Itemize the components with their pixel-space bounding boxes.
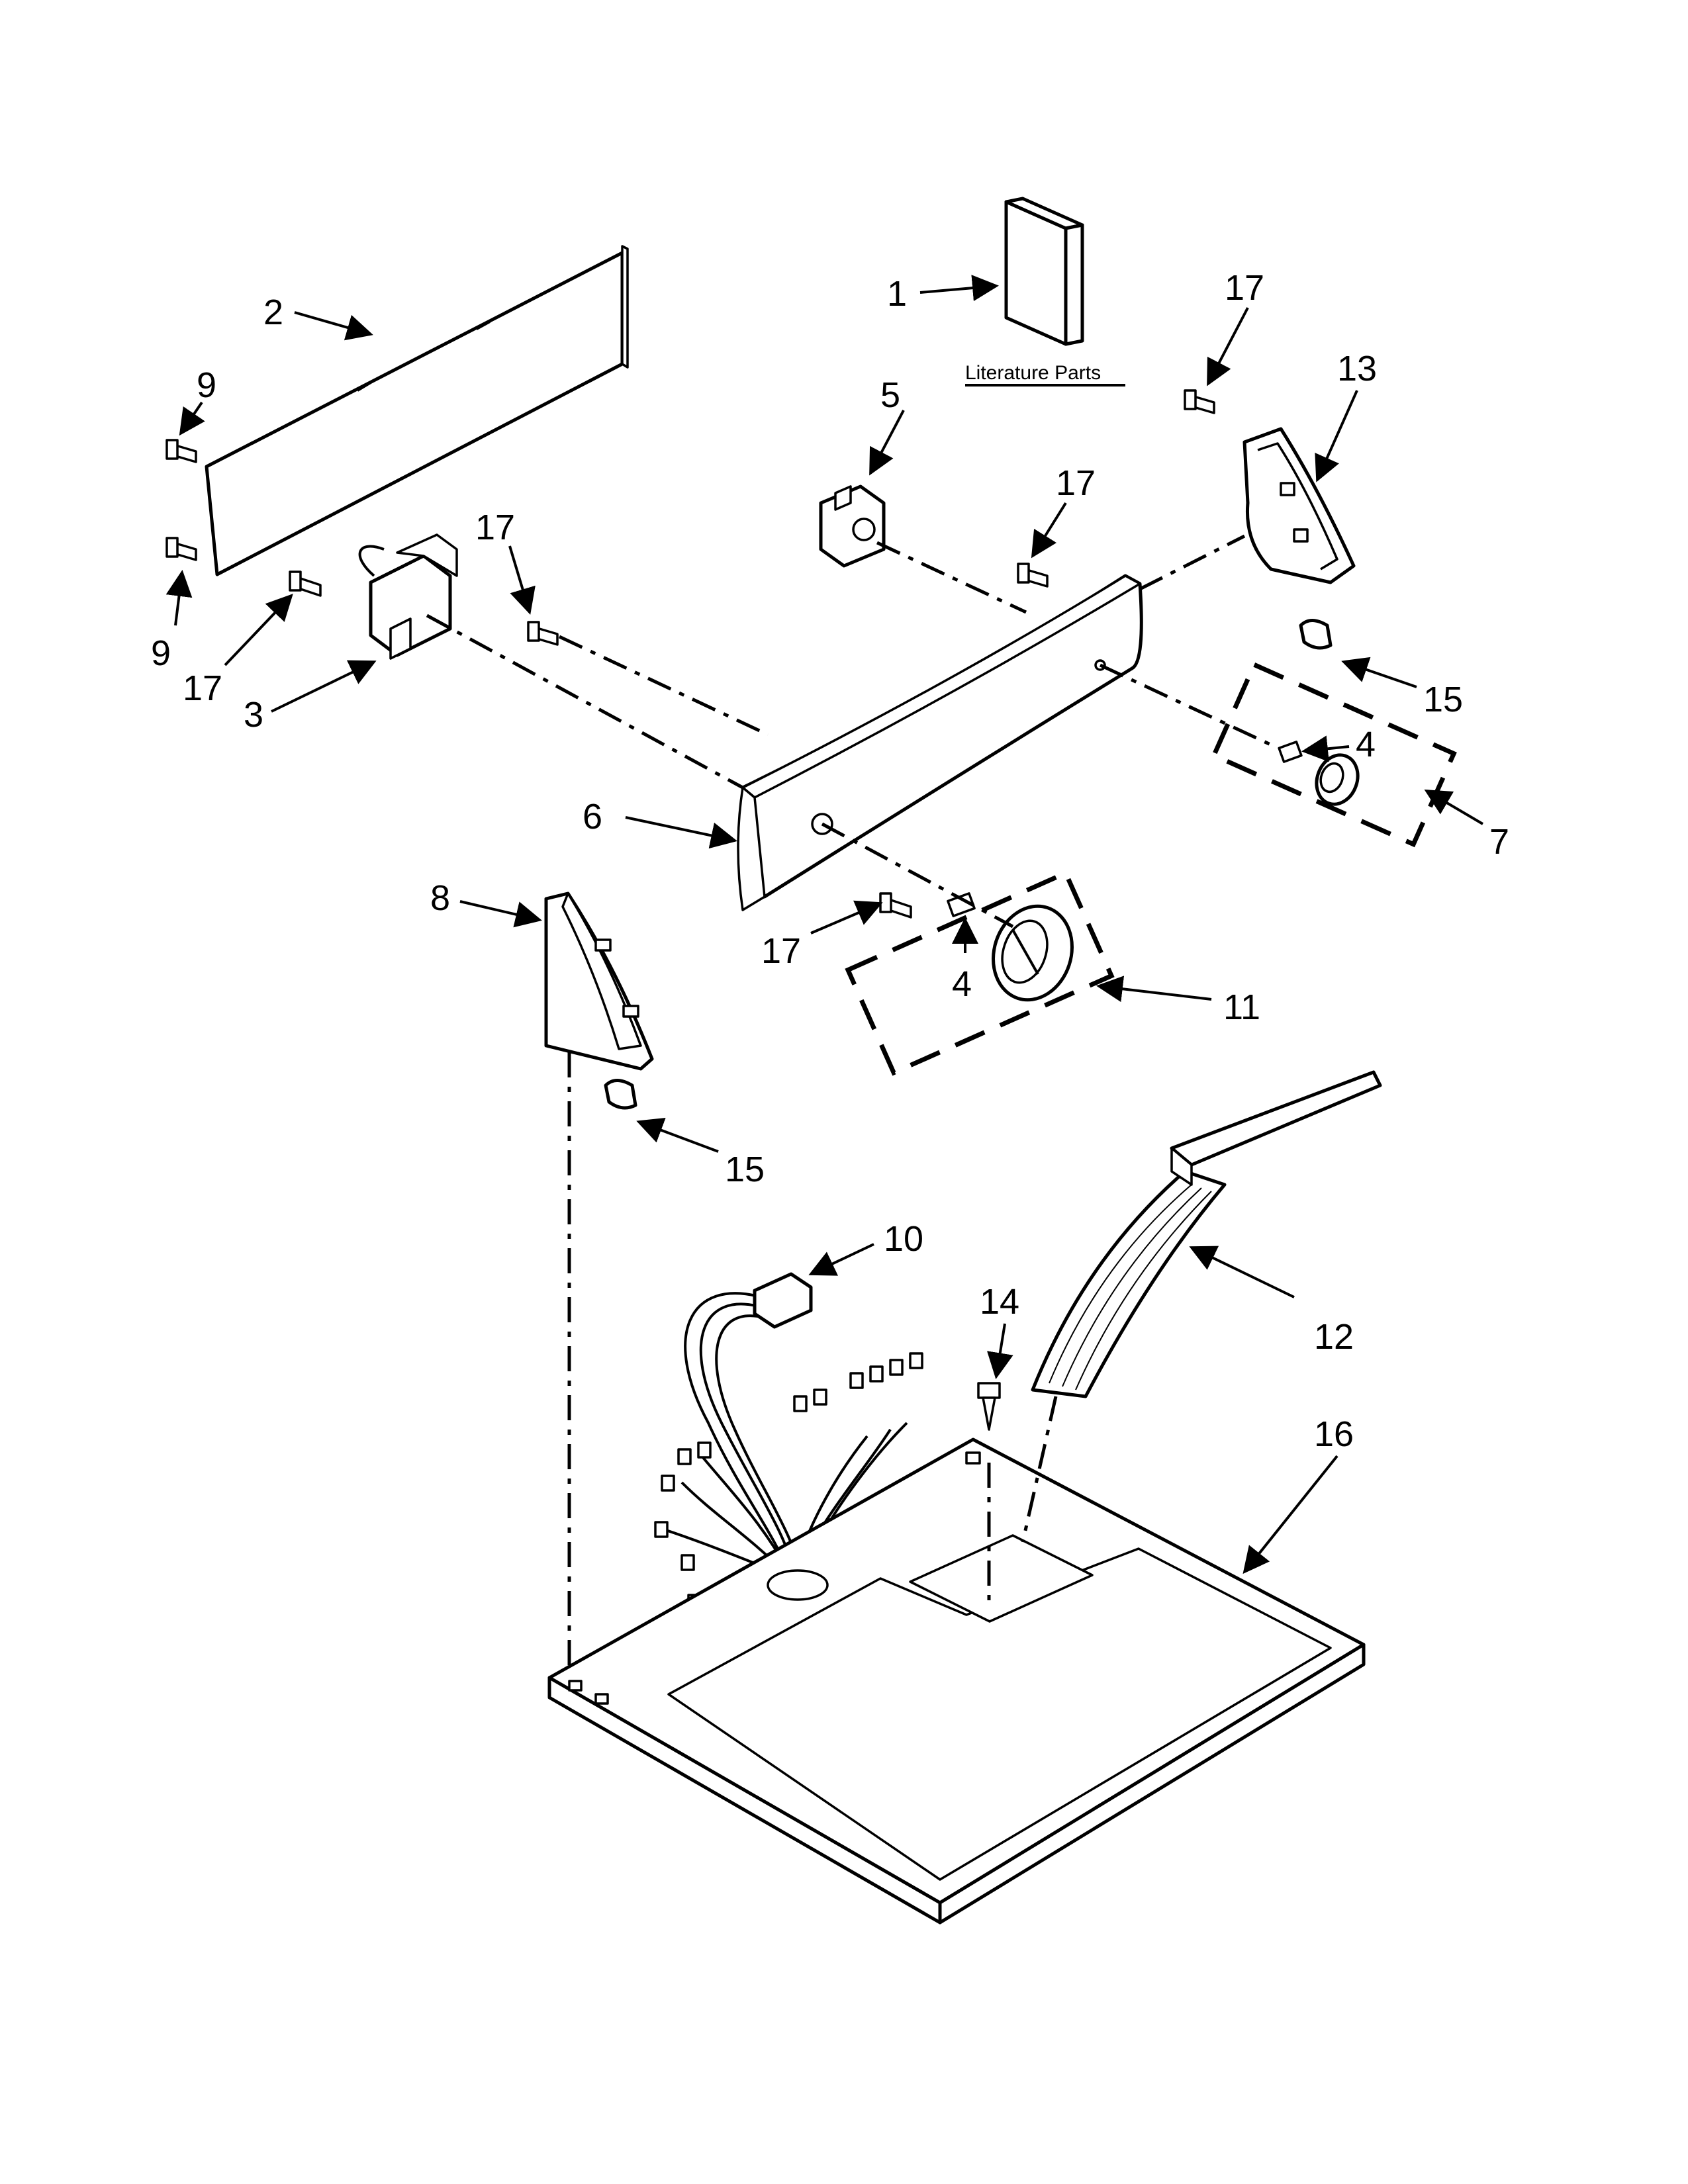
screw-9-lower [165, 537, 197, 561]
callout-6: 6 [583, 797, 602, 837]
screw-14 [977, 1382, 1001, 1431]
callout-8: 8 [430, 878, 450, 918]
screw-17-center-left [527, 621, 559, 646]
leader-arrows [165, 275, 1484, 1574]
callout-17-center-left: 17 [475, 508, 515, 547]
callout-7: 7 [1489, 822, 1509, 862]
callout-10: 10 [884, 1219, 923, 1259]
callout-16: 16 [1314, 1414, 1354, 1454]
callout-15-right: 15 [1423, 680, 1463, 719]
screw-17-center [1017, 563, 1049, 588]
callout-5: 5 [880, 375, 900, 415]
screw-17-right [1184, 389, 1215, 414]
assembly-lines [426, 534, 1279, 1671]
right-end-cap [1243, 427, 1356, 584]
callout-13: 13 [1337, 349, 1377, 388]
lint-screen [1031, 1070, 1382, 1398]
callout-17-left: 17 [183, 668, 222, 708]
callout-4-left: 4 [952, 964, 972, 1004]
callout-17-lower: 17 [761, 931, 801, 971]
callout-9-lower: 9 [151, 633, 171, 673]
left-end-cap [544, 891, 654, 1071]
screw-17-lower [879, 892, 912, 919]
top-panel [547, 1437, 1366, 1925]
screw-17-left [289, 570, 322, 597]
callout-17-right: 17 [1225, 268, 1264, 308]
callout-9-upper: 9 [197, 365, 216, 405]
callout-14: 14 [980, 1282, 1019, 1322]
callout-1: 1 [887, 274, 907, 314]
callout-12: 12 [1314, 1317, 1354, 1357]
clip-15-left [604, 1079, 637, 1110]
callout-4-right: 4 [1356, 725, 1376, 764]
knob-7 [1315, 753, 1360, 806]
callout-2: 2 [263, 293, 283, 332]
switch-4-right [1278, 741, 1303, 763]
callout-15-left: 15 [725, 1150, 765, 1189]
callout-3: 3 [244, 695, 263, 735]
control-console [737, 574, 1143, 911]
literature-booklet [1004, 197, 1084, 346]
rear-panel [205, 245, 629, 576]
literature-parts-label: Literature Parts [965, 362, 1101, 384]
screw-9-upper [165, 439, 197, 463]
callout-11: 11 [1223, 987, 1260, 1027]
clip-15-right [1299, 619, 1333, 650]
knob-11 [992, 904, 1074, 1002]
callout-17-center: 17 [1056, 463, 1096, 503]
timer-switch [358, 533, 458, 660]
switch-block [819, 484, 886, 568]
